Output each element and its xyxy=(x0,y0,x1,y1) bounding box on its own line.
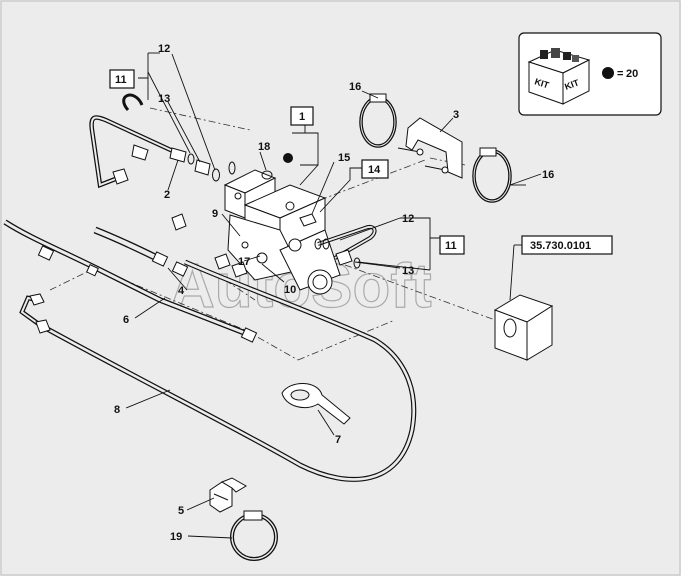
label-6: 6 xyxy=(123,314,129,326)
clip-7 xyxy=(281,383,351,425)
kit-equals: = xyxy=(617,68,623,80)
label-7: 7 xyxy=(335,434,341,446)
label-5: 5 xyxy=(178,505,184,517)
elbow-fitting xyxy=(131,144,149,161)
label-13a: 13 xyxy=(158,93,170,105)
clamp-19 xyxy=(230,510,278,561)
kit-number: 20 xyxy=(626,68,638,80)
ref-code-box: 35.730.0101 xyxy=(521,235,613,255)
boxed-label-14: 14 xyxy=(361,159,389,179)
fitting-2b xyxy=(169,147,187,163)
label-13b: 13 xyxy=(402,265,414,277)
label-12b: 12 xyxy=(402,213,414,225)
bullet-18-icon xyxy=(283,153,293,163)
boxed-label-11b: 11 xyxy=(439,235,465,255)
label-18: 18 xyxy=(258,141,270,153)
fitting-13b xyxy=(335,249,353,266)
leader-lines xyxy=(125,52,542,539)
fitting-15 xyxy=(299,213,317,227)
pipe-right xyxy=(317,225,377,260)
label-4: 4 xyxy=(178,285,185,297)
clip-5 xyxy=(209,477,247,513)
svg-text:11: 11 xyxy=(445,240,457,252)
o-ring-12c xyxy=(314,238,322,250)
o-ring-12b xyxy=(228,161,236,175)
o-ring-13a xyxy=(187,153,195,165)
boxed-label-1: 1 xyxy=(290,106,314,126)
fitting-2a xyxy=(112,168,129,185)
label-16b: 16 xyxy=(542,169,554,181)
label-15: 15 xyxy=(338,152,350,164)
fitting-8b xyxy=(35,319,51,334)
fitting-6c xyxy=(240,327,258,343)
label-9: 9 xyxy=(212,208,218,220)
o-ring-12a xyxy=(212,168,220,182)
o-ring-12d xyxy=(322,238,330,250)
label-10: 10 xyxy=(284,284,296,296)
label-16a: 16 xyxy=(349,81,361,93)
svg-text:11: 11 xyxy=(115,74,127,86)
boxed-label-11a: 11 xyxy=(109,69,135,89)
svg-text:1: 1 xyxy=(299,111,305,123)
bracket-3 xyxy=(397,117,463,179)
fitting-6d xyxy=(151,251,169,267)
kit-box-icon xyxy=(527,48,591,105)
valve-block xyxy=(223,169,341,295)
label-2: 2 xyxy=(164,189,170,201)
label-3: 3 xyxy=(453,109,459,121)
fitting-17a xyxy=(214,253,231,270)
clip-9 xyxy=(171,213,187,231)
clamp-16b xyxy=(472,147,512,203)
fitting-8a xyxy=(29,293,45,306)
bullet-icon xyxy=(602,67,614,79)
fitting-17b xyxy=(231,261,248,278)
label-19: 19 xyxy=(170,531,182,543)
fitting-13a xyxy=(194,159,211,176)
svg-text:14: 14 xyxy=(368,164,381,176)
label-17: 17 xyxy=(238,256,250,268)
hydraulic-block xyxy=(493,294,554,361)
label-8: 8 xyxy=(114,404,120,416)
o-ring-18 xyxy=(261,170,273,180)
kit-label-right: KIT xyxy=(563,77,581,92)
fitting-6e xyxy=(171,261,189,277)
kit-label-left: KIT xyxy=(533,76,550,90)
pipe-2 xyxy=(89,93,176,189)
kit-legend: KIT KIT = 20 xyxy=(518,32,662,116)
label-12a: 12 xyxy=(158,43,170,55)
fitting-6b xyxy=(86,264,99,277)
svg-text:35.730.0101: 35.730.0101 xyxy=(530,240,591,252)
fitting-6a xyxy=(37,245,55,261)
